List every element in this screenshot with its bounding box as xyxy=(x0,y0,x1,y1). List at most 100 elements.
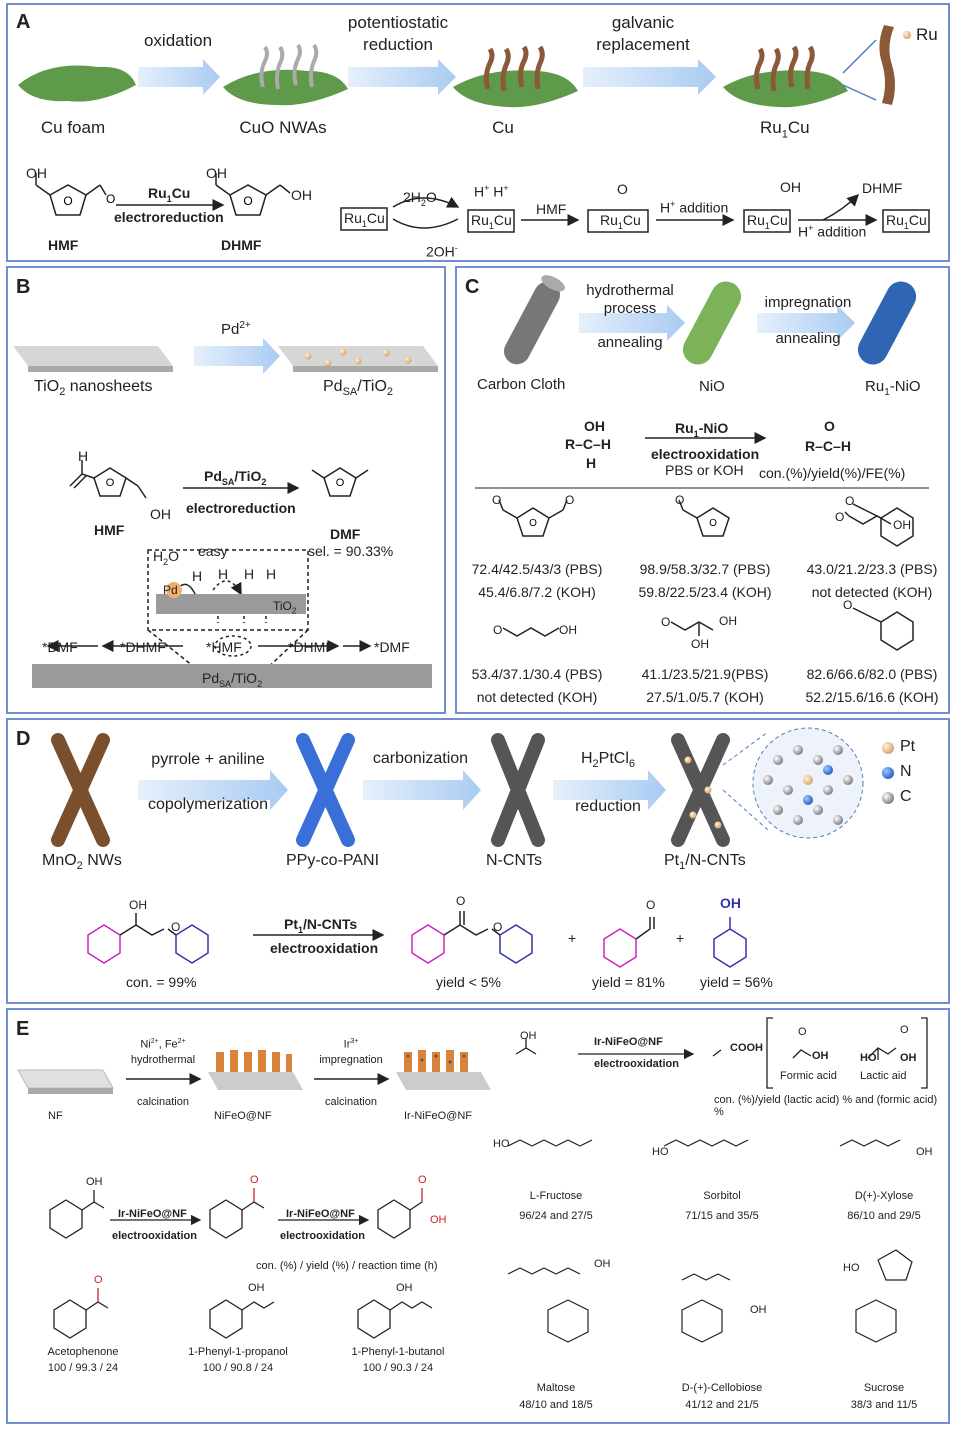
sugar-name-sorbitol: Sorbitol xyxy=(703,1190,741,1202)
cellobiose-oh: OH xyxy=(750,1304,767,1316)
adsorbed-h-3: H xyxy=(244,566,255,582)
sugar-structures xyxy=(507,1139,913,1343)
sugar-oxidation-scheme xyxy=(515,1017,928,1089)
catalyst-ru1-nio: Ru1-NiO xyxy=(675,420,729,439)
aldehyde-o: O xyxy=(106,192,115,206)
sugar-name-fructose: L-Fructose xyxy=(529,1190,583,1202)
aromatic-value-butanol: 100 / 90.3 / 24 xyxy=(362,1362,434,1374)
formic-o: O xyxy=(798,1026,807,1038)
material-nio: NiO xyxy=(699,378,725,395)
svg-text:O: O xyxy=(336,477,345,489)
metric-label: con.(%)/yield(%)/FE(%) xyxy=(759,465,906,481)
step-annealing-2: annealing xyxy=(775,330,841,347)
step-calcination-2: calcination xyxy=(325,1096,377,1108)
hmf-oh: OH xyxy=(150,506,171,522)
substrate-oh: OH xyxy=(584,418,605,434)
acetophenone-o: O xyxy=(94,1274,103,1286)
sugar-value-xylose: 86/10 and 29/5 xyxy=(847,1210,921,1222)
alcohol-oxidation-scheme: O O xyxy=(475,432,929,651)
conversion: con. = 99% xyxy=(126,974,197,990)
hmf-to-dmf-scheme: O O xyxy=(32,460,432,688)
step-pyrrole-aniline: pyrrole + aniline xyxy=(151,751,265,768)
sugar-name-maltose: Maltose xyxy=(536,1382,576,1394)
result-6-koh: 52.2/15.6/16.6 (KOH) xyxy=(805,689,939,705)
precursor-pd2: Pd2+ xyxy=(221,320,251,338)
step-oxidation: oxidation xyxy=(143,31,213,50)
aldehyde-o-2: O xyxy=(565,493,575,507)
dhmf-desorbed: DHMF xyxy=(862,180,903,196)
step-process: process xyxy=(603,300,657,317)
box-ru1cu-1: Ru1Cu xyxy=(344,210,385,229)
dhmf-oh-right: OH xyxy=(291,187,312,203)
base-pdsa-tio2: PdSA/TiO2 xyxy=(202,670,263,689)
step-reduction: reduction xyxy=(363,35,433,54)
step-copolymerization: copolymerization xyxy=(147,796,269,813)
material-carbon-cloth: Carbon Cloth xyxy=(477,376,566,393)
aldehyde-h: H xyxy=(78,448,89,464)
process-electrooxidation: electrooxidation xyxy=(270,940,379,956)
substrate-rch: R–C–H xyxy=(565,436,611,452)
material-tio2-nanosheets: TiO2 nanosheets xyxy=(34,378,153,399)
h-addition-2: H+ addition xyxy=(798,223,867,240)
material-ppy-co-pani: PPy-co-PANI xyxy=(286,852,380,869)
step-h2ptcl6: H2PtCl6 xyxy=(580,750,636,771)
box-ru1cu-2: Ru1Cu xyxy=(471,212,512,231)
easy-label: easy xyxy=(198,543,228,559)
panel-label: D xyxy=(16,728,31,750)
process-electroreduction: electroreduction xyxy=(114,209,224,225)
result-6-pbs: 82.6/66.6/82.0 (PBS) xyxy=(806,666,938,682)
furan-o-1: O xyxy=(63,194,72,208)
cloth-illustration xyxy=(503,275,917,365)
catalyst-pt1-n-cnts: Pt1/N-CNTs xyxy=(284,916,358,935)
panel-label: A xyxy=(16,11,31,33)
nanosheet-illustration xyxy=(13,338,438,374)
svg-text:O: O xyxy=(709,518,717,529)
adsorbed-h-2: H xyxy=(218,566,229,582)
formic-oh: OH xyxy=(812,1050,829,1062)
result-1-pbs: 72.4/42.5/43/3 (PBS) xyxy=(471,561,603,577)
result-2-koh: 59.8/22.5/23.4 (KOH) xyxy=(638,584,772,600)
glyceraldehyde-o: O xyxy=(661,615,671,629)
butanol-oh: OH xyxy=(396,1282,413,1294)
phenol-oh: OH xyxy=(720,895,741,911)
propanol-oh: OH xyxy=(248,1282,265,1294)
result-5-pbs: 41.1/23.5/21.9(PBS) xyxy=(641,666,769,682)
sugar-name-sucrose: Sucrose xyxy=(863,1382,905,1394)
reactant-ether-o: O xyxy=(171,920,181,934)
step-calcination-1: calcination xyxy=(137,1096,189,1108)
aromatic-oxidation-scheme xyxy=(49,1188,433,1339)
sucrose-ho: HO xyxy=(843,1262,860,1274)
step-replacement: replacement xyxy=(596,35,690,54)
reactant-hmf: HMF xyxy=(94,522,125,538)
hmf-to-dhmf-scheme: O O O xyxy=(35,173,930,233)
tio2-label: TiO2 xyxy=(273,599,297,616)
product-dhmf: DHMF xyxy=(221,237,262,253)
sugar-value-maltose: 48/10 and 18/5 xyxy=(519,1399,593,1411)
result-3-koh: not detected (KOH) xyxy=(811,584,933,600)
pd-site-label: Pd xyxy=(163,583,178,597)
hydroxypropanal-o: O xyxy=(493,623,503,637)
aldehyde-o-3: O xyxy=(675,493,685,507)
step-impregnation: impregnation xyxy=(319,1054,383,1066)
material-mno2-nws: MnO2 NWs xyxy=(42,852,122,873)
aromatic-value-acetophenone: 100 / 99.3 / 24 xyxy=(47,1362,119,1374)
step-hydrothermal: hydrothermal xyxy=(586,282,674,299)
product-ketone-o: O xyxy=(456,894,466,908)
hmf-oh: OH xyxy=(26,165,47,181)
catalyst-top: Ir-NiFeO@NF xyxy=(594,1036,663,1048)
acid-formic: Formic acid xyxy=(780,1070,837,1082)
material-cu-foam: Cu foam xyxy=(40,118,106,137)
legend-pt: Pt xyxy=(900,738,916,755)
step-carbonization: carbonization xyxy=(372,750,469,767)
cooh-label: COOH xyxy=(730,1042,763,1054)
panel-d: D Pt N C pyrrole + aniline copolymerizat… xyxy=(6,718,950,1004)
result-1-koh: 45.4/6.8/7.2 (KOH) xyxy=(478,584,596,600)
path-dhmf-left: *DHMF xyxy=(120,639,166,655)
svg-text:O: O xyxy=(529,518,537,529)
lactic-oh: OH xyxy=(900,1052,917,1064)
catalyst-aromatic-1: Ir-NiFeO@NF xyxy=(118,1208,187,1220)
panel-label: C xyxy=(465,276,480,298)
acid-o: O xyxy=(418,1174,427,1186)
yield-benzaldehyde: yield = 81% xyxy=(592,974,665,990)
furan-o-2: O xyxy=(243,194,252,208)
